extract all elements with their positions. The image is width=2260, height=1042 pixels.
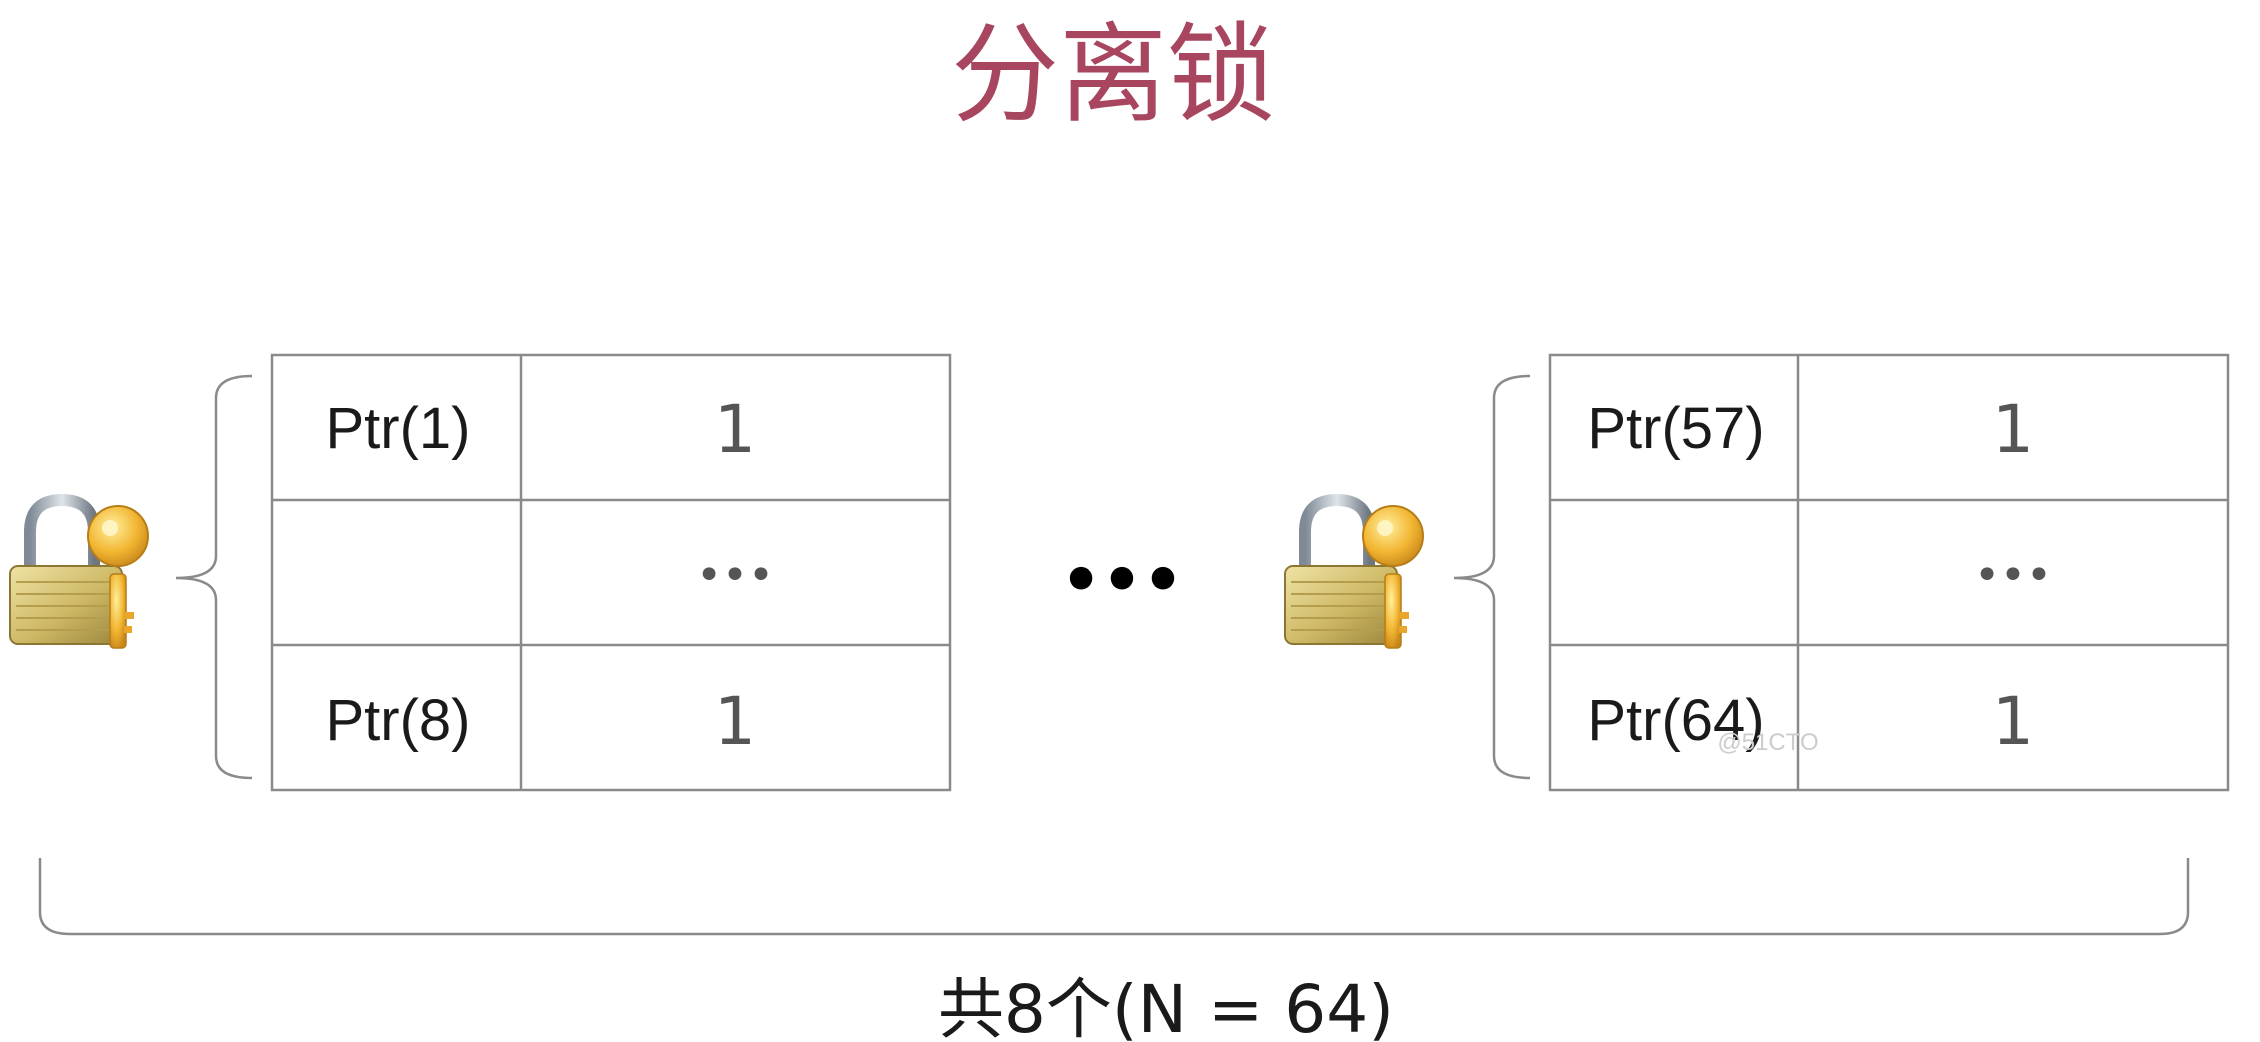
pointer-label: Ptr(1) [326, 396, 471, 461]
ellipsis-dots: ••• [696, 550, 774, 601]
watermark: @51CTO [1717, 729, 1818, 756]
segment-2: Ptr(57) 1 ••• Ptr(64) 1 [1285, 353, 2230, 792]
count-value: 1 [1992, 683, 2034, 760]
ellipsis-dots: ••• [1974, 550, 2052, 601]
pointer-label: Ptr(8) [326, 688, 471, 753]
segment-brace [175, 374, 253, 780]
pointer-label: Ptr(64) [1587, 688, 1764, 753]
lock-with-key-icon [10, 500, 148, 648]
pointer-label: Ptr(57) [1587, 396, 1764, 461]
segment-table [270, 353, 952, 792]
total-caption: 共8个(N = 64) [938, 971, 1394, 1042]
segment-table [1548, 353, 2230, 792]
bottom-brace [38, 858, 2190, 936]
segment-brace [1453, 374, 1531, 780]
count-value: 1 [714, 683, 756, 760]
count-value: 1 [1992, 391, 2034, 468]
separator-dots: ••• [1061, 544, 1184, 618]
segment-1: Ptr(1) 1 ••• Ptr(8) 1 [10, 353, 952, 792]
page-title: 分离锁 [951, 13, 1275, 138]
lock-with-key-icon [1285, 500, 1423, 648]
count-value: 1 [714, 391, 756, 468]
